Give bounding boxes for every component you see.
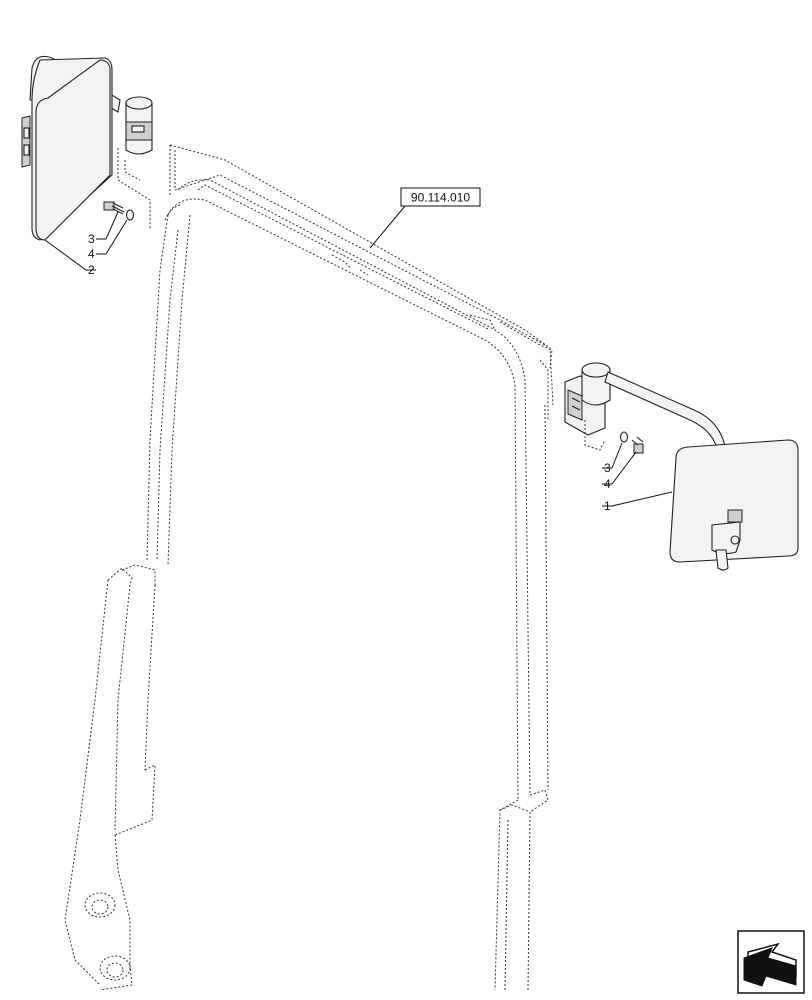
callout-right-3: 3 — [604, 461, 611, 475]
right-bolt-part — [631, 436, 644, 454]
callout-left-2: 2 — [88, 263, 95, 277]
left-mirror-assembly — [21, 55, 153, 271]
reference-label: 90.114.010 — [411, 191, 470, 205]
cab-frame — [64, 144, 554, 991]
callout-right-4: 4 — [604, 477, 611, 491]
right-mirror-assembly — [564, 362, 799, 571]
reference-callout: 90.114.010 — [369, 187, 481, 249]
right-washer-part — [619, 431, 629, 443]
callout-left-4: 4 — [88, 247, 95, 261]
next-page-arrow-icon[interactable] — [737, 930, 805, 994]
left-bolt-part — [103, 201, 125, 215]
callout-left-3: 3 — [88, 232, 95, 246]
callout-numbers: 3 4 2 3 4 1 — [88, 232, 611, 513]
left-washer-part — [125, 209, 135, 221]
callout-right-1: 1 — [604, 499, 611, 513]
